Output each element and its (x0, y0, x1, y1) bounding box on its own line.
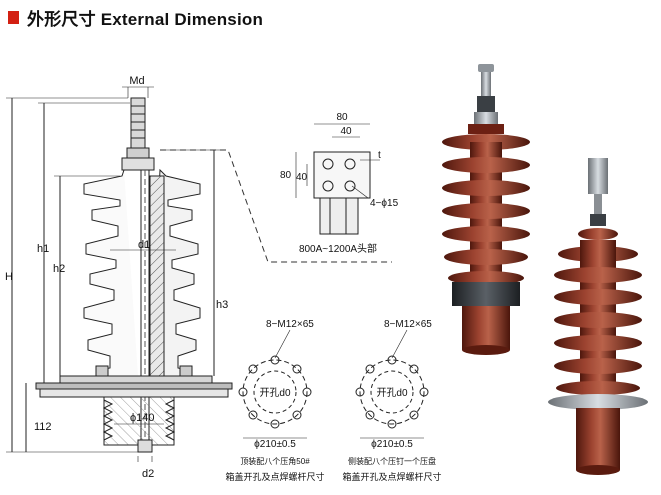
flange-top-drawing (238, 329, 312, 439)
section-header: 外形尺寸 External Dimension (8, 6, 264, 29)
page-title: 外形尺寸 External Dimension (27, 9, 264, 29)
flange-top-pcd: ϕ210±0.5 (254, 439, 296, 450)
header-accent-mark (8, 10, 19, 24)
terminal-height-inner: 40 (296, 172, 308, 183)
terminal-pad-detail (295, 123, 380, 235)
label-base-diameter: ϕ140 (130, 412, 155, 424)
label-d2: d2 (142, 468, 154, 480)
label-h3: h3 (216, 299, 228, 311)
label-overall-height: H (5, 271, 13, 283)
flange-side-drawing (355, 329, 429, 439)
flange-side-note: 侧装配八个压钉一个压盘 (348, 456, 436, 466)
bushing-photo-pad (548, 158, 648, 475)
terminal-width-outer: 80 (336, 112, 348, 123)
flange-side-caption: 箱盖开孔及点焊螺杆尺寸 (342, 471, 441, 482)
flange-top-bolts: 8−M12×65 (266, 319, 314, 330)
flange-top-labels: 8−M12×65 开孔d0 ϕ210±0.5 顶装配八个压角50# 箱盖开孔及点… (225, 319, 324, 482)
terminal-detail-labels: 80 40 80 40 t 4−ϕ15 800A~1200A头部 (280, 112, 399, 255)
main-drawing-labels: Md H h1 h2 h3 d1 d2 112 ϕ140 (5, 75, 228, 480)
terminal-width-inner: 40 (340, 126, 352, 137)
flange-side-bolts: 8−M12×65 (384, 319, 432, 330)
terminal-caption: 800A~1200A头部 (299, 242, 377, 255)
label-h2: h2 (53, 263, 65, 275)
label-base-height: 112 (34, 421, 52, 433)
flange-top-hole: 开孔d0 (259, 387, 291, 399)
label-md: Md (129, 75, 144, 87)
flange-top-note: 顶装配八个压角50# (240, 456, 310, 466)
terminal-holes: 4−ϕ15 (370, 198, 399, 209)
flange-side-hole: 开孔d0 (376, 387, 408, 399)
label-d1: d1 (138, 239, 150, 251)
bushing-photo-stud (442, 64, 530, 355)
terminal-thickness: t (378, 150, 381, 161)
flange-side-pcd: ϕ210±0.5 (371, 439, 413, 450)
label-h1: h1 (37, 243, 49, 255)
flange-side-labels: 8−M12×65 开孔d0 ϕ210±0.5 侧装配八个压钉一个压盘 箱盖开孔及… (342, 319, 441, 482)
flange-top-caption: 箱盖开孔及点焊螺杆尺寸 (225, 471, 324, 482)
bushing-cross-section-drawing (6, 86, 392, 462)
terminal-height-outer: 80 (280, 170, 292, 181)
